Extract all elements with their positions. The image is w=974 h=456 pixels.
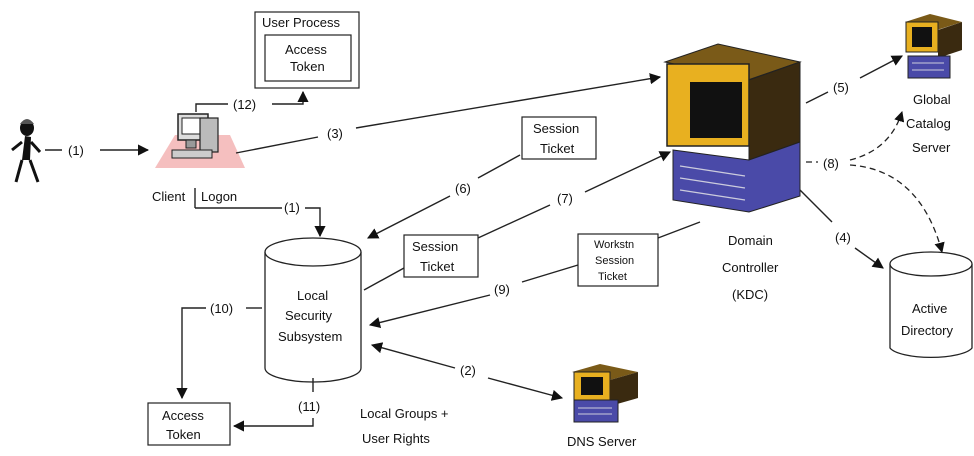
client-computer-icon — [155, 113, 245, 168]
local-security-subsystem: Local Security Subsystem — [264, 237, 362, 383]
arrow-2-a — [370, 342, 456, 369]
workstn-line3: Ticket — [598, 271, 627, 283]
dns-label: DNS Server — [567, 434, 637, 449]
step-10-label: (10) — [210, 301, 233, 316]
step-4-label: (4) — [835, 230, 851, 245]
arrow-5-b — [859, 55, 903, 79]
session-ticket-top-line2: Ticket — [540, 141, 575, 156]
arrow-4-b — [854, 247, 884, 269]
session-ticket-mid: Session Ticket — [403, 234, 479, 278]
arrow-6-a — [477, 154, 521, 179]
arrow-3-b — [355, 73, 662, 129]
step-5-label: (5) — [833, 80, 849, 95]
arrow-8-gc — [849, 111, 905, 161]
arrow-1b-b — [305, 207, 326, 238]
step-12-label: (12) — [233, 97, 256, 112]
arrow-7-b — [477, 204, 551, 239]
session-ticket-top: Session Ticket — [521, 116, 597, 160]
arrow-11-b — [232, 418, 314, 432]
arrow-10-b — [176, 307, 206, 400]
session-ticket-top-line1: Session — [533, 121, 579, 136]
lss-line1: Local — [297, 288, 328, 303]
arrow-2-b — [487, 377, 564, 401]
gc-line2: Catalog — [906, 116, 951, 131]
arrow-7-c — [584, 151, 672, 193]
dc-line3: (KDC) — [732, 287, 768, 302]
step-8-label: (8) — [823, 156, 839, 171]
arrow-8-ad — [849, 164, 945, 254]
arrow-12-b — [272, 90, 309, 105]
step-7-label: (7) — [557, 191, 573, 206]
user-process-title: User Process — [262, 15, 341, 30]
arrow-5-a — [805, 91, 829, 104]
step-9-label: (9) — [494, 282, 510, 297]
lss-line2: Security — [285, 308, 332, 323]
step-11-label: (11) — [298, 399, 320, 414]
user-process-token-line2: Token — [290, 59, 325, 74]
arrow-12-a — [195, 103, 228, 112]
dc-line1: Domain — [728, 233, 773, 248]
user-process-box: User Process Access Token — [254, 11, 360, 89]
workstn-line2: Session — [595, 255, 634, 267]
access-token-line1: Access — [162, 408, 204, 423]
gc-line1: Global — [913, 92, 951, 107]
arrow-4-a — [799, 189, 833, 223]
local-groups-line2: User Rights — [362, 431, 430, 446]
dns-server-icon — [572, 364, 638, 423]
user-process-token-line1: Access — [285, 42, 327, 57]
step-1-label: (1) — [68, 143, 84, 158]
arrow-9-c — [368, 294, 491, 328]
session-ticket-mid-line2: Ticket — [420, 259, 455, 274]
gc-line3: Server — [912, 140, 951, 155]
client-label: Client — [152, 189, 186, 204]
workstn-line1: Workstn — [594, 239, 634, 251]
arrow-6-b — [367, 195, 451, 239]
person-icon — [11, 119, 42, 183]
domain-controller-server-icon — [663, 43, 802, 213]
step-3-label: (3) — [327, 126, 343, 141]
logon-label: Logon — [201, 189, 237, 204]
lss-line3: Subsystem — [278, 329, 342, 344]
arrow-3-a — [235, 136, 319, 154]
dc-line2: Controller — [722, 260, 779, 275]
arrow-9-a — [657, 221, 701, 239]
step-2-label: (2) — [460, 363, 476, 378]
global-catalog-server-icon — [905, 14, 962, 79]
ad-line1: Active — [912, 301, 947, 316]
access-token-box: Access Token — [147, 402, 231, 446]
arrow-9-b — [521, 264, 579, 283]
step-6-label: (6) — [455, 181, 471, 196]
local-groups-line1: Local Groups + — [360, 406, 449, 421]
session-ticket-mid-line1: Session — [412, 239, 458, 254]
arrow-7-a — [363, 267, 405, 291]
active-directory-cylinder: Active Directory — [889, 251, 973, 359]
workstn-session-ticket: Workstn Session Ticket — [577, 233, 659, 287]
access-token-line2: Token — [166, 427, 201, 442]
ad-line2: Directory — [901, 323, 954, 338]
step-1b-label: (1) — [284, 200, 300, 215]
